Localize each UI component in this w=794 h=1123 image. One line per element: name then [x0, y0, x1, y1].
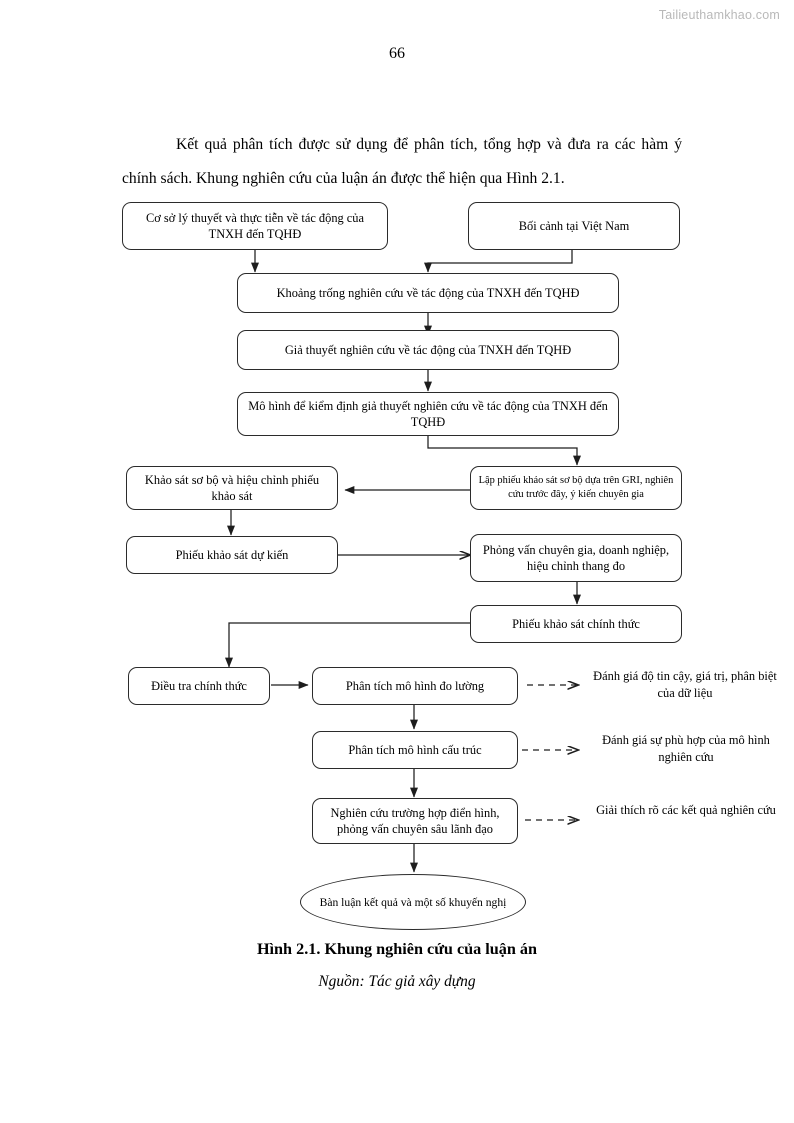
- flowchart-connectors: [225, 250, 582, 873]
- node-measurement-analysis-label: Phân tích mô hình đo lường: [345, 679, 485, 693]
- node-official-survey: Điều tra chính thức: [128, 667, 270, 705]
- note-explain-results-label: Giải thích rõ các kết quả nghiên cứu: [596, 803, 776, 817]
- note-reliability: Đánh giá độ tin cậy, giá trị, phân biệt …: [585, 668, 785, 702]
- node-case-study: Nghiên cứu trường hợp điển hình, phỏng v…: [312, 798, 518, 844]
- node-hypothesis: Giả thuyết nghiên cứu về tác động của TN…: [237, 330, 619, 370]
- node-model-label: Mô hình để kiểm định giả thuyết nghiên c…: [248, 399, 608, 429]
- node-case-study-label: Nghiên cứu trường hợp điển hình, phỏng v…: [330, 806, 500, 836]
- node-pilot-survey: Khảo sát sơ bộ và hiệu chỉnh phiếu khảo …: [126, 466, 338, 510]
- node-planned-form-label: Phiếu khảo sát dự kiến: [175, 548, 289, 562]
- node-pilot-survey-label: Khảo sát sơ bộ và hiệu chỉnh phiếu khảo …: [144, 473, 320, 503]
- node-official-form: Phiếu khảo sát chính thức: [470, 605, 682, 643]
- note-model-fit-label: Đánh giá sự phù hợp của mô hình nghiên c…: [602, 733, 770, 764]
- node-measurement-analysis: Phân tích mô hình đo lường: [312, 667, 518, 705]
- node-official-survey-label: Điều tra chính thức: [151, 679, 247, 693]
- node-research-gap-label: Khoảng trống nghiên cứu về tác động của …: [276, 286, 580, 300]
- node-structural-analysis: Phân tích mô hình cấu trúc: [312, 731, 518, 769]
- paragraph-line-2: chính sách. Khung nghiên cứu của luận án…: [122, 170, 565, 187]
- node-theory-label: Cơ sở lý thuyết và thực tiễn về tác động…: [145, 211, 365, 241]
- node-expert-interview: Phỏng vấn chuyên gia, doanh nghiệp, hiệu…: [470, 534, 682, 582]
- node-context-label: Bối cảnh tại Việt Nam: [518, 219, 630, 233]
- node-research-gap: Khoảng trống nghiên cứu về tác động của …: [237, 273, 619, 313]
- watermark: Tailieuthamkhao.com: [658, 8, 780, 22]
- node-draft-survey-label: Lập phiếu khảo sát sơ bộ dựa trên GRI, n…: [478, 475, 674, 500]
- note-explain-results: Giải thích rõ các kết quả nghiên cứu: [590, 802, 782, 819]
- page-number: 66: [389, 45, 405, 62]
- node-model: Mô hình để kiểm định giả thuyết nghiên c…: [237, 392, 619, 436]
- note-model-fit: Đánh giá sự phù hợp của mô hình nghiên c…: [588, 732, 784, 766]
- figure-caption-source: Nguồn: Tác giả xây dựng: [318, 973, 476, 990]
- figure-flowchart: Cơ sở lý thuyết và thực tiễn về tác động…: [0, 180, 794, 940]
- node-official-form-label: Phiếu khảo sát chính thức: [512, 617, 640, 631]
- node-draft-survey: Lập phiếu khảo sát sơ bộ dựa trên GRI, n…: [470, 466, 682, 510]
- note-reliability-label: Đánh giá độ tin cậy, giá trị, phân biệt …: [593, 669, 777, 700]
- node-planned-form: Phiếu khảo sát dự kiến: [126, 536, 338, 574]
- paragraph-line-1: Kết quả phân tích được sử dụng để phân t…: [176, 136, 682, 153]
- node-expert-interview-label: Phỏng vấn chuyên gia, doanh nghiệp, hiệu…: [482, 543, 670, 573]
- figure-caption-title: Hình 2.1. Khung nghiên cứu của luận án: [256, 940, 538, 958]
- body-paragraph: Kết quả phân tích được sử dụng để phân t…: [122, 128, 682, 196]
- node-hypothesis-label: Giả thuyết nghiên cứu về tác động của TN…: [284, 343, 572, 357]
- node-theory: Cơ sở lý thuyết và thực tiễn về tác động…: [122, 202, 388, 250]
- node-discussion: Bàn luận kết quả và một số khuyến nghị: [300, 874, 526, 930]
- node-context: Bối cảnh tại Việt Nam: [468, 202, 680, 250]
- node-discussion-label: Bàn luận kết quả và một số khuyến nghị: [319, 895, 507, 909]
- node-structural-analysis-label: Phân tích mô hình cấu trúc: [348, 743, 482, 757]
